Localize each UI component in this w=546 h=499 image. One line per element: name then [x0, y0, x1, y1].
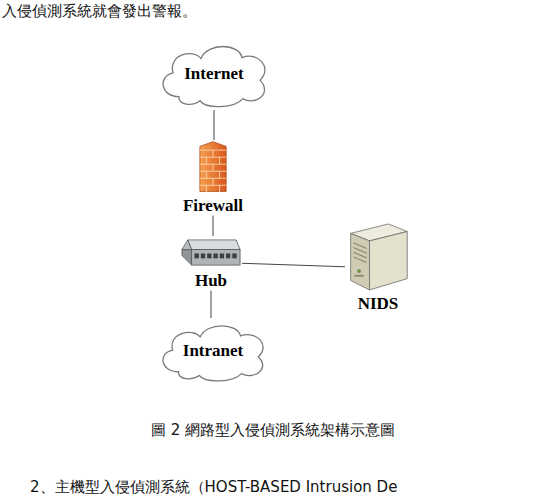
server-icon [345, 220, 411, 292]
node-label: Internet [184, 64, 243, 84]
body-text: 入侵偵測系統就會發出警報。 [2, 2, 197, 21]
network-link [242, 263, 345, 267]
hub-node: Hub [180, 236, 242, 291]
figure-caption: 圖 2 網路型入侵偵測系統架構示意圖 [151, 421, 395, 440]
body-text: 2、主機型入侵偵測系統（HOST-BASED Intrusion De [30, 478, 397, 497]
firewall-icon [198, 140, 228, 194]
network-link [213, 216, 214, 236]
network-cloud: Internet [154, 38, 274, 110]
node-label: Intranet [183, 341, 243, 361]
server-node: NIDS [345, 220, 411, 314]
node-label: Hub [195, 271, 227, 291]
node-label: Firewall [183, 196, 243, 216]
node-label: NIDS [358, 294, 399, 314]
network-link [214, 110, 215, 140]
network-cloud: Intranet [154, 318, 272, 384]
firewall-node: Firewall [183, 140, 243, 216]
hub-icon [180, 236, 242, 269]
network-link [211, 291, 212, 318]
